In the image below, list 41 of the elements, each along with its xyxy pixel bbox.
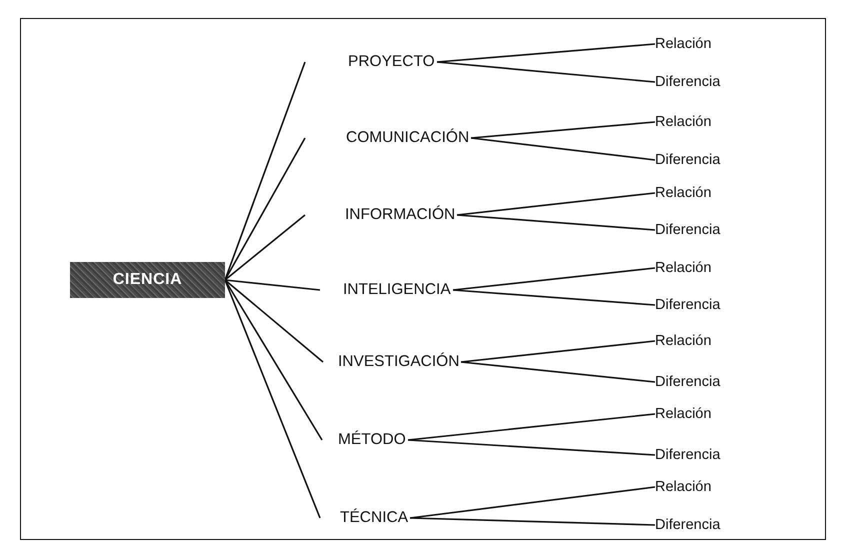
connector-line bbox=[456, 214, 656, 231]
connector-line bbox=[408, 439, 656, 456]
connector-line bbox=[436, 43, 656, 63]
branch-label: Diferencia bbox=[655, 152, 720, 168]
connector-line bbox=[460, 340, 656, 363]
branch-label: Relación bbox=[655, 406, 712, 422]
concept-label: MÉTODO bbox=[338, 431, 406, 449]
branch-label: Relación bbox=[655, 185, 712, 201]
branch-label: Diferencia bbox=[655, 374, 720, 390]
branch-label: Diferencia bbox=[655, 517, 720, 533]
branch-label: Relación bbox=[655, 479, 712, 495]
connector-line bbox=[470, 121, 656, 139]
branch-label: Diferencia bbox=[655, 74, 720, 90]
branch-label: Relación bbox=[655, 260, 712, 276]
branch-label: Relación bbox=[655, 36, 712, 52]
connector-line bbox=[470, 137, 656, 161]
concept-label: TÉCNICA bbox=[340, 509, 408, 527]
connector-line bbox=[224, 138, 306, 280]
connector-line bbox=[224, 214, 306, 281]
branch-label: Diferencia bbox=[655, 447, 720, 463]
connector-line bbox=[408, 413, 656, 441]
connector-line bbox=[456, 192, 656, 216]
connector-line bbox=[410, 517, 656, 526]
concept-label: INFORMACIÓN bbox=[345, 206, 456, 224]
connector-line bbox=[452, 267, 656, 291]
branch-label: Diferencia bbox=[655, 222, 720, 238]
connector-line bbox=[410, 486, 656, 519]
root-concept-box: CIENCIA bbox=[70, 262, 225, 298]
connector-line bbox=[436, 61, 656, 83]
branch-label: Diferencia bbox=[655, 297, 720, 313]
concept-label: INTELIGENCIA bbox=[343, 281, 451, 299]
connector-line bbox=[460, 361, 656, 383]
connector-line bbox=[224, 280, 323, 440]
connector-line bbox=[224, 279, 324, 363]
concept-label: INVESTIGACIÓN bbox=[338, 353, 460, 371]
concept-label: PROYECTO bbox=[348, 53, 435, 71]
connector-line bbox=[452, 289, 656, 306]
branch-label: Relación bbox=[655, 114, 712, 130]
connector-line bbox=[224, 279, 320, 291]
branch-label: Relación bbox=[655, 333, 712, 349]
concept-label: COMUNICACIÓN bbox=[346, 129, 470, 147]
